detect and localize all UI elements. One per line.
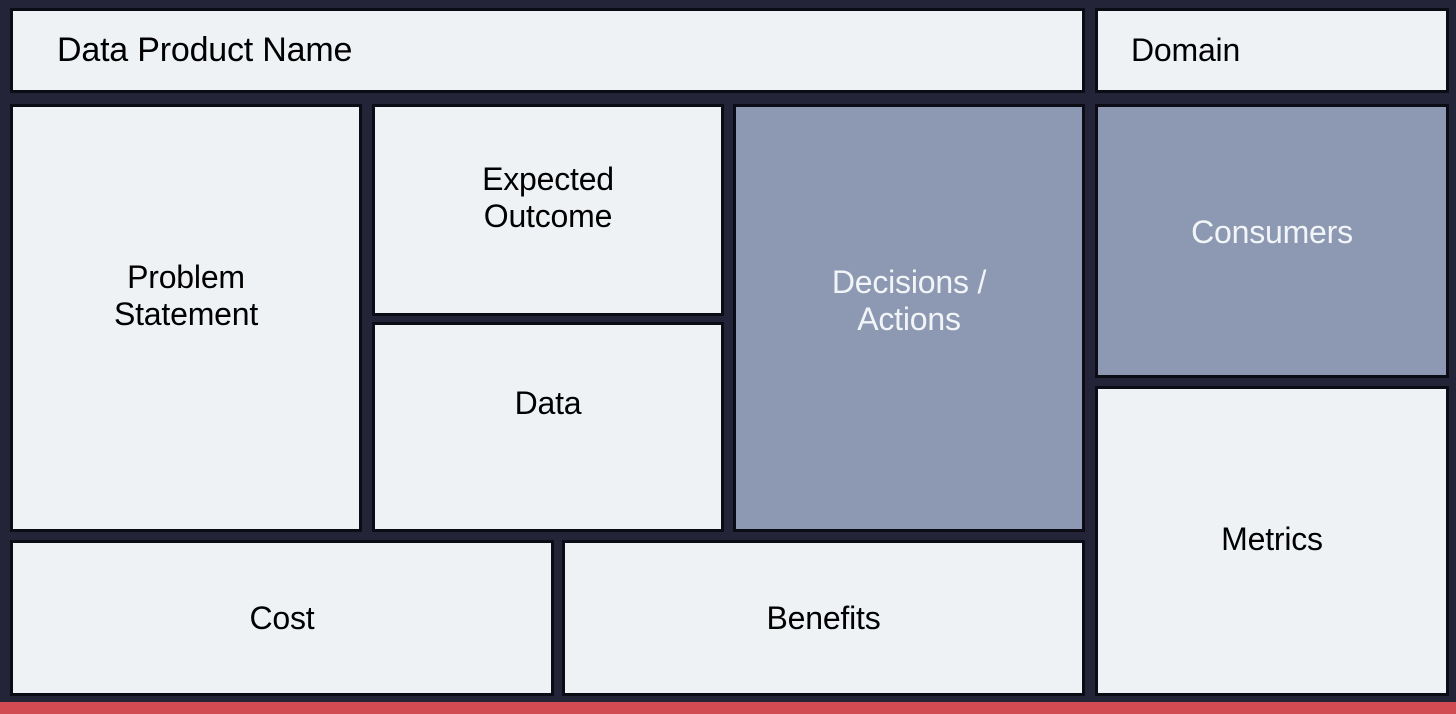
cell-label-problem-statement: Problem Statement xyxy=(113,259,259,332)
cell-expected-outcome[interactable]: Expected Outcome xyxy=(372,104,724,316)
cell-label-domain: Domain xyxy=(1131,32,1241,69)
cell-metrics[interactable]: Metrics xyxy=(1095,386,1449,696)
cell-label-metrics: Metrics xyxy=(1221,521,1323,557)
cell-domain[interactable]: Domain xyxy=(1095,8,1449,93)
cell-label-consumers: Consumers xyxy=(1191,214,1353,250)
cell-label-cost: Cost xyxy=(249,599,315,636)
cell-label-data: Data xyxy=(514,385,582,421)
cell-label-benefits: Benefits xyxy=(766,599,881,636)
cell-data-product-name[interactable]: Data Product Name xyxy=(10,8,1085,93)
cell-label-decisions-actions: Decisions / Actions xyxy=(831,264,987,337)
cell-problem-statement[interactable]: Problem Statement xyxy=(10,104,362,532)
cell-benefits[interactable]: Benefits xyxy=(562,540,1085,696)
cell-label-data-product-name: Data Product Name xyxy=(57,30,353,69)
cell-data[interactable]: Data xyxy=(372,322,724,532)
cell-label-expected-outcome: Expected Outcome xyxy=(482,161,614,234)
bottom-accent-bar xyxy=(0,702,1456,714)
cell-decisions-actions[interactable]: Decisions / Actions xyxy=(733,104,1085,532)
cell-consumers[interactable]: Consumers xyxy=(1095,104,1449,378)
cell-cost[interactable]: Cost xyxy=(10,540,554,696)
